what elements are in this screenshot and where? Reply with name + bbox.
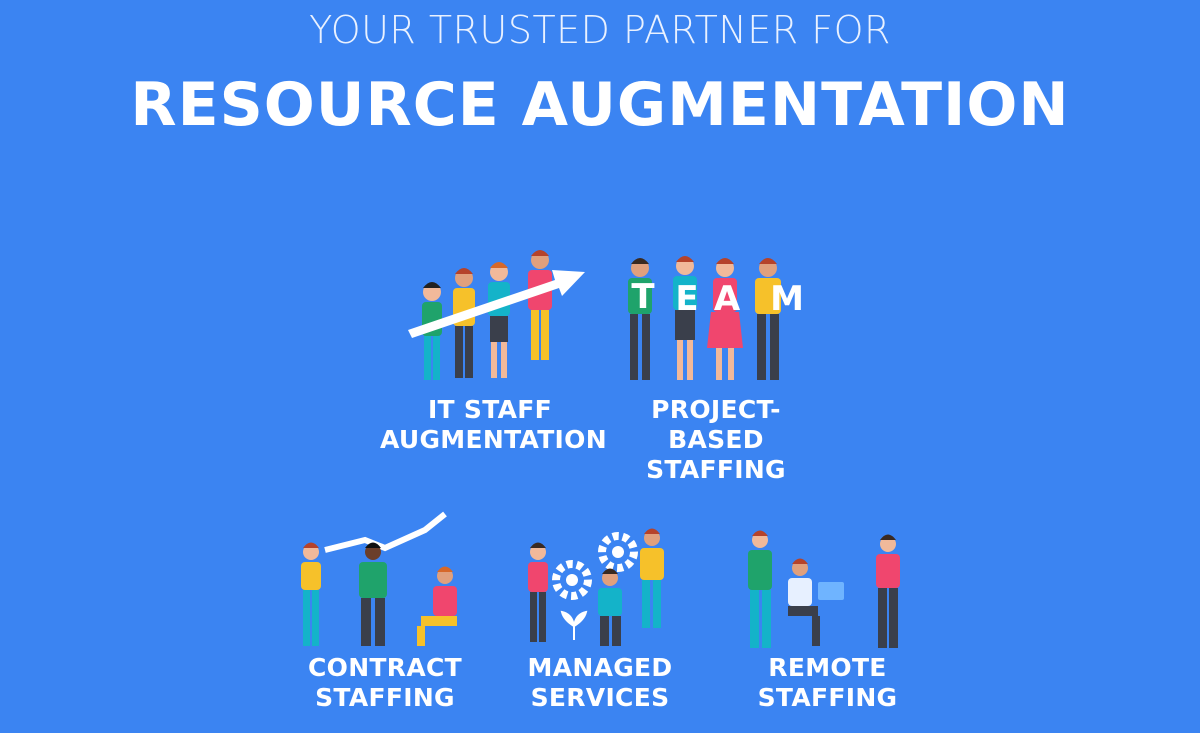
service-card-project-based-staffing: T E A M PROJECT-BASED STAFFING bbox=[605, 230, 827, 484]
person-3 bbox=[707, 258, 743, 380]
team-growth-arrow-illustration bbox=[408, 250, 585, 380]
plant-icon bbox=[560, 610, 588, 640]
service-label-line2: STAFFING bbox=[315, 683, 455, 712]
service-label-line2: AUGMENTATION bbox=[380, 425, 607, 454]
service-label-line2: SERVICES bbox=[530, 683, 670, 712]
person-2 bbox=[598, 568, 622, 646]
contract-illustration bbox=[301, 511, 457, 646]
person-2 bbox=[788, 558, 844, 646]
person-1 bbox=[301, 542, 321, 646]
person-1 bbox=[528, 542, 548, 642]
service-label: REMOTE STAFFING bbox=[730, 653, 925, 713]
person-2 bbox=[453, 268, 475, 378]
person-2 bbox=[359, 542, 387, 646]
team-letters-illustration: T E A M bbox=[628, 256, 804, 380]
person-4 bbox=[528, 250, 552, 360]
person-2 bbox=[673, 256, 697, 380]
service-label-line1: PROJECT-BASED bbox=[651, 395, 781, 454]
service-label-line1: CONTRACT bbox=[308, 653, 462, 682]
person-3 bbox=[417, 566, 457, 646]
service-label-line2: STAFFING bbox=[757, 683, 898, 712]
service-card-remote-staffing: REMOTE STAFFING bbox=[730, 510, 925, 725]
gear-icon bbox=[552, 560, 592, 600]
service-label-line1: REMOTE bbox=[768, 653, 887, 682]
service-card-managed-services: MANAGED SERVICES bbox=[500, 510, 700, 725]
subtitle: YOUR TRUSTED PARTNER FOR bbox=[309, 8, 891, 52]
service-label: PROJECT-BASED STAFFING bbox=[605, 395, 827, 485]
team-letter-t: T bbox=[631, 277, 655, 317]
service-label: MANAGED SERVICES bbox=[500, 653, 700, 713]
service-label: CONTRACT STAFFING bbox=[285, 653, 485, 713]
person-1 bbox=[628, 258, 652, 380]
service-label-line1: IT STAFF bbox=[427, 395, 553, 424]
service-label: IT STAFF AUGMENTATION bbox=[380, 395, 607, 455]
team-letter-a: A bbox=[714, 279, 741, 319]
person-3 bbox=[640, 528, 664, 628]
service-card-contract-staffing: CONTRACT STAFFING bbox=[285, 510, 485, 725]
service-label-line1: MANAGED bbox=[527, 653, 673, 682]
gears-illustration bbox=[528, 528, 664, 646]
service-label-line2: STAFFING bbox=[646, 455, 786, 484]
team-letter-m: M bbox=[770, 279, 804, 319]
gear-icon bbox=[598, 532, 638, 572]
person-3 bbox=[876, 534, 900, 648]
growth-line bbox=[324, 511, 447, 553]
team-letter-e: E bbox=[675, 279, 698, 319]
page-title: RESOURCE AUGMENTATION bbox=[130, 70, 1070, 140]
person-4 bbox=[755, 258, 781, 380]
laptop-icon bbox=[818, 582, 844, 600]
service-card-it-staff-augmentation: IT STAFF AUGMENTATION bbox=[380, 230, 607, 460]
growth-arrow bbox=[408, 270, 585, 338]
remote-illustration bbox=[748, 530, 900, 648]
person-1 bbox=[748, 530, 772, 648]
person-3 bbox=[488, 262, 510, 378]
